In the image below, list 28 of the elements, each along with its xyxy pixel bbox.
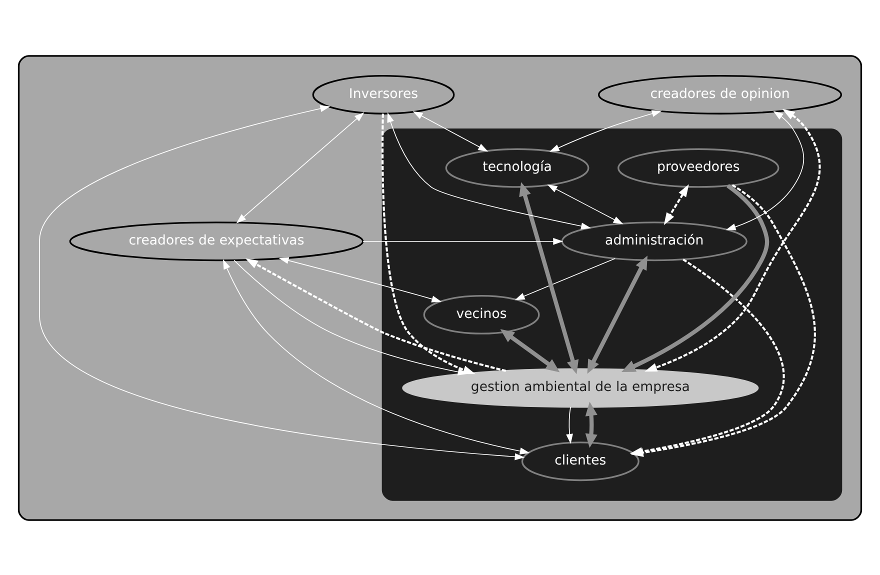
arrow <box>412 110 488 152</box>
node-ellipse: Inversores <box>312 74 455 114</box>
arrow <box>566 406 573 444</box>
arrow <box>519 182 579 374</box>
arrow <box>549 110 662 152</box>
arrow <box>39 104 525 460</box>
arrow <box>587 255 648 374</box>
cluster <box>382 128 842 500</box>
node-ellipse: proveedores <box>618 148 780 188</box>
arrow <box>387 112 592 230</box>
arrow <box>726 110 804 230</box>
arrow <box>621 183 770 372</box>
arrow <box>245 258 506 372</box>
arrow <box>644 108 821 372</box>
node-ellipse: creadores de expectativas <box>69 221 364 261</box>
arrow <box>362 237 564 244</box>
arrow <box>236 112 364 223</box>
arrow <box>514 258 616 300</box>
node-ellipse: clientes <box>521 441 640 481</box>
arrow <box>278 256 442 302</box>
arrow <box>500 328 560 372</box>
node-ellipse: tecnología <box>445 148 590 188</box>
cluster <box>18 54 862 520</box>
arrow <box>223 258 530 454</box>
arrow <box>664 184 689 225</box>
arrow <box>585 401 598 448</box>
arrow <box>547 184 624 224</box>
node-ellipse: creadores de opinion <box>598 74 842 114</box>
